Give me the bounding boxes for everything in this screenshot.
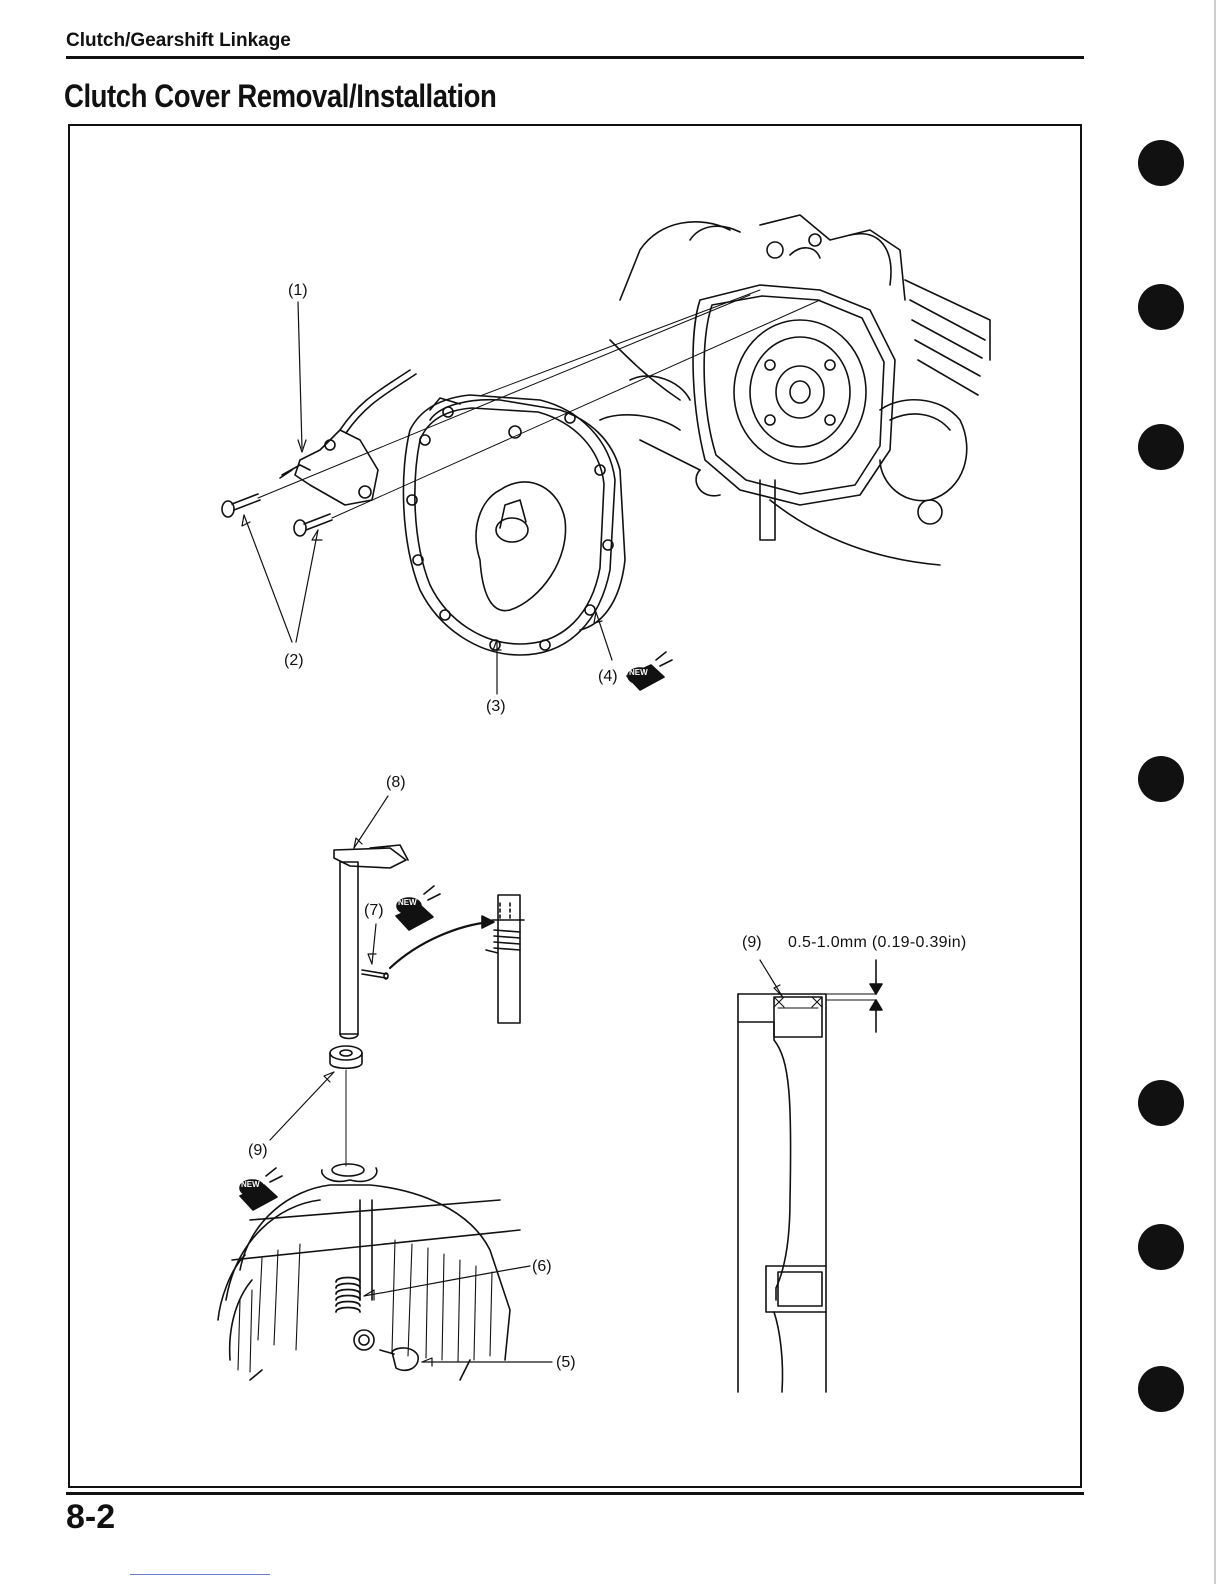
new-part-icon <box>240 1168 282 1210</box>
callout-8: (8) <box>386 774 406 792</box>
new-badge-label: NEW <box>241 1180 260 1189</box>
section-tab-marker <box>1138 284 1184 330</box>
section-tab-marker <box>1138 424 1184 470</box>
callout-3: (3) <box>486 698 506 716</box>
callout-9: (9) <box>248 1142 268 1160</box>
seal-depth-spec: 0.5-1.0mm (0.19-0.39in) <box>788 934 967 952</box>
callout-2: (2) <box>284 652 304 670</box>
callout-5: (5) <box>556 1354 576 1372</box>
callout-1: (1) <box>288 282 308 300</box>
bolt-drawing <box>222 494 332 536</box>
new-badge-label: NEW <box>629 668 648 677</box>
callout-4: (4) <box>598 668 618 686</box>
section-tab-marker <box>1138 756 1184 802</box>
new-part-icon <box>396 886 440 930</box>
new-badge-label: NEW <box>398 898 417 907</box>
page-number: 8-2 <box>66 1498 115 1537</box>
section-tab-marker <box>1138 140 1184 186</box>
callout-6: (6) <box>532 1258 552 1276</box>
engine-crankcase-drawing <box>600 215 990 565</box>
section-tab-marker <box>1138 1224 1184 1270</box>
clutch-lifter-shaft-drawing <box>330 845 524 1166</box>
bottom-rule <box>66 1492 1084 1495</box>
callout-9-section: (9) <box>742 934 762 952</box>
callout-7: (7) <box>364 902 384 920</box>
alignment-lines <box>258 290 820 518</box>
section-tab-marker <box>1138 1366 1184 1412</box>
section-tab-marker <box>1138 1080 1184 1126</box>
scan-mark <box>130 1574 270 1575</box>
seal-depth-cross-section <box>738 960 882 1392</box>
clutch-cover-drawing <box>403 395 625 655</box>
